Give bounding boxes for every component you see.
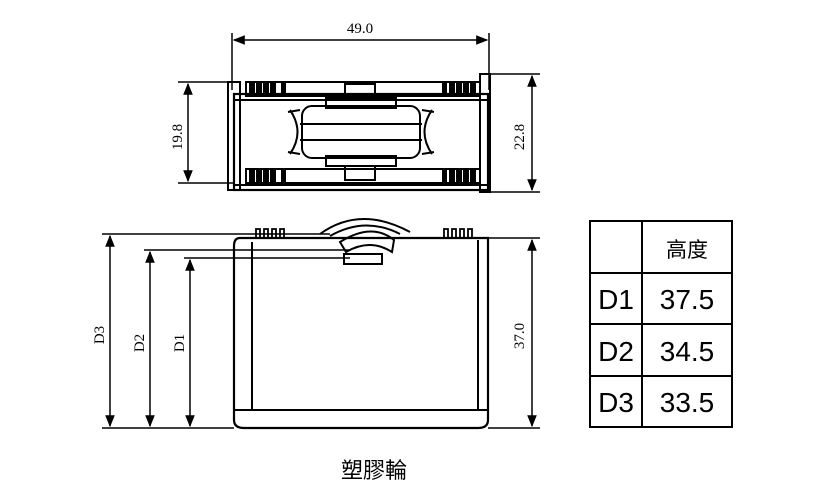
top-wheel-left-curve (289, 109, 299, 155)
top-fins-upper (245, 81, 481, 97)
table-row-value: 34.5 (660, 336, 715, 367)
left-height-label: 19.8 (170, 124, 186, 150)
top-right-flange (479, 73, 491, 193)
front-body-outline (232, 236, 490, 430)
top-wheel-rims (287, 109, 435, 155)
front-wheel-arc-mid (329, 224, 401, 237)
top-fins-lower (245, 168, 481, 184)
top-hub-upper (325, 97, 397, 109)
table-header-height: 高度 (666, 239, 708, 262)
diagram-caption: 塑膠輪 (341, 459, 407, 484)
front-wheel-body (338, 230, 396, 254)
front-view (102, 218, 540, 430)
top-hub-lower (325, 155, 397, 167)
front-wheel-arc-outer (319, 218, 411, 235)
table-row-value: 33.5 (660, 387, 715, 418)
d3-label: D3 (92, 326, 108, 344)
top-wheel-right-curve (423, 109, 433, 155)
top-wheel-tread (301, 105, 421, 159)
front-height-label: 37.0 (512, 323, 528, 349)
table-row-name: D3 (598, 387, 634, 418)
height-table: 高度 D1 37.5 D2 34.5 D3 33.5 (589, 220, 733, 428)
table-row-name: D2 (598, 336, 634, 367)
d2-label: D2 (132, 334, 148, 352)
top-body-outline (232, 92, 490, 192)
front-top-fins (255, 228, 473, 238)
table-row-value: 37.5 (660, 284, 715, 315)
table-row-name: D1 (598, 284, 634, 315)
top-view (178, 33, 540, 193)
front-wheel-hub (343, 253, 383, 265)
d1-label: D1 (172, 334, 188, 352)
right-height-label: 22.8 (512, 124, 528, 150)
top-width-label: 49.0 (347, 21, 373, 37)
